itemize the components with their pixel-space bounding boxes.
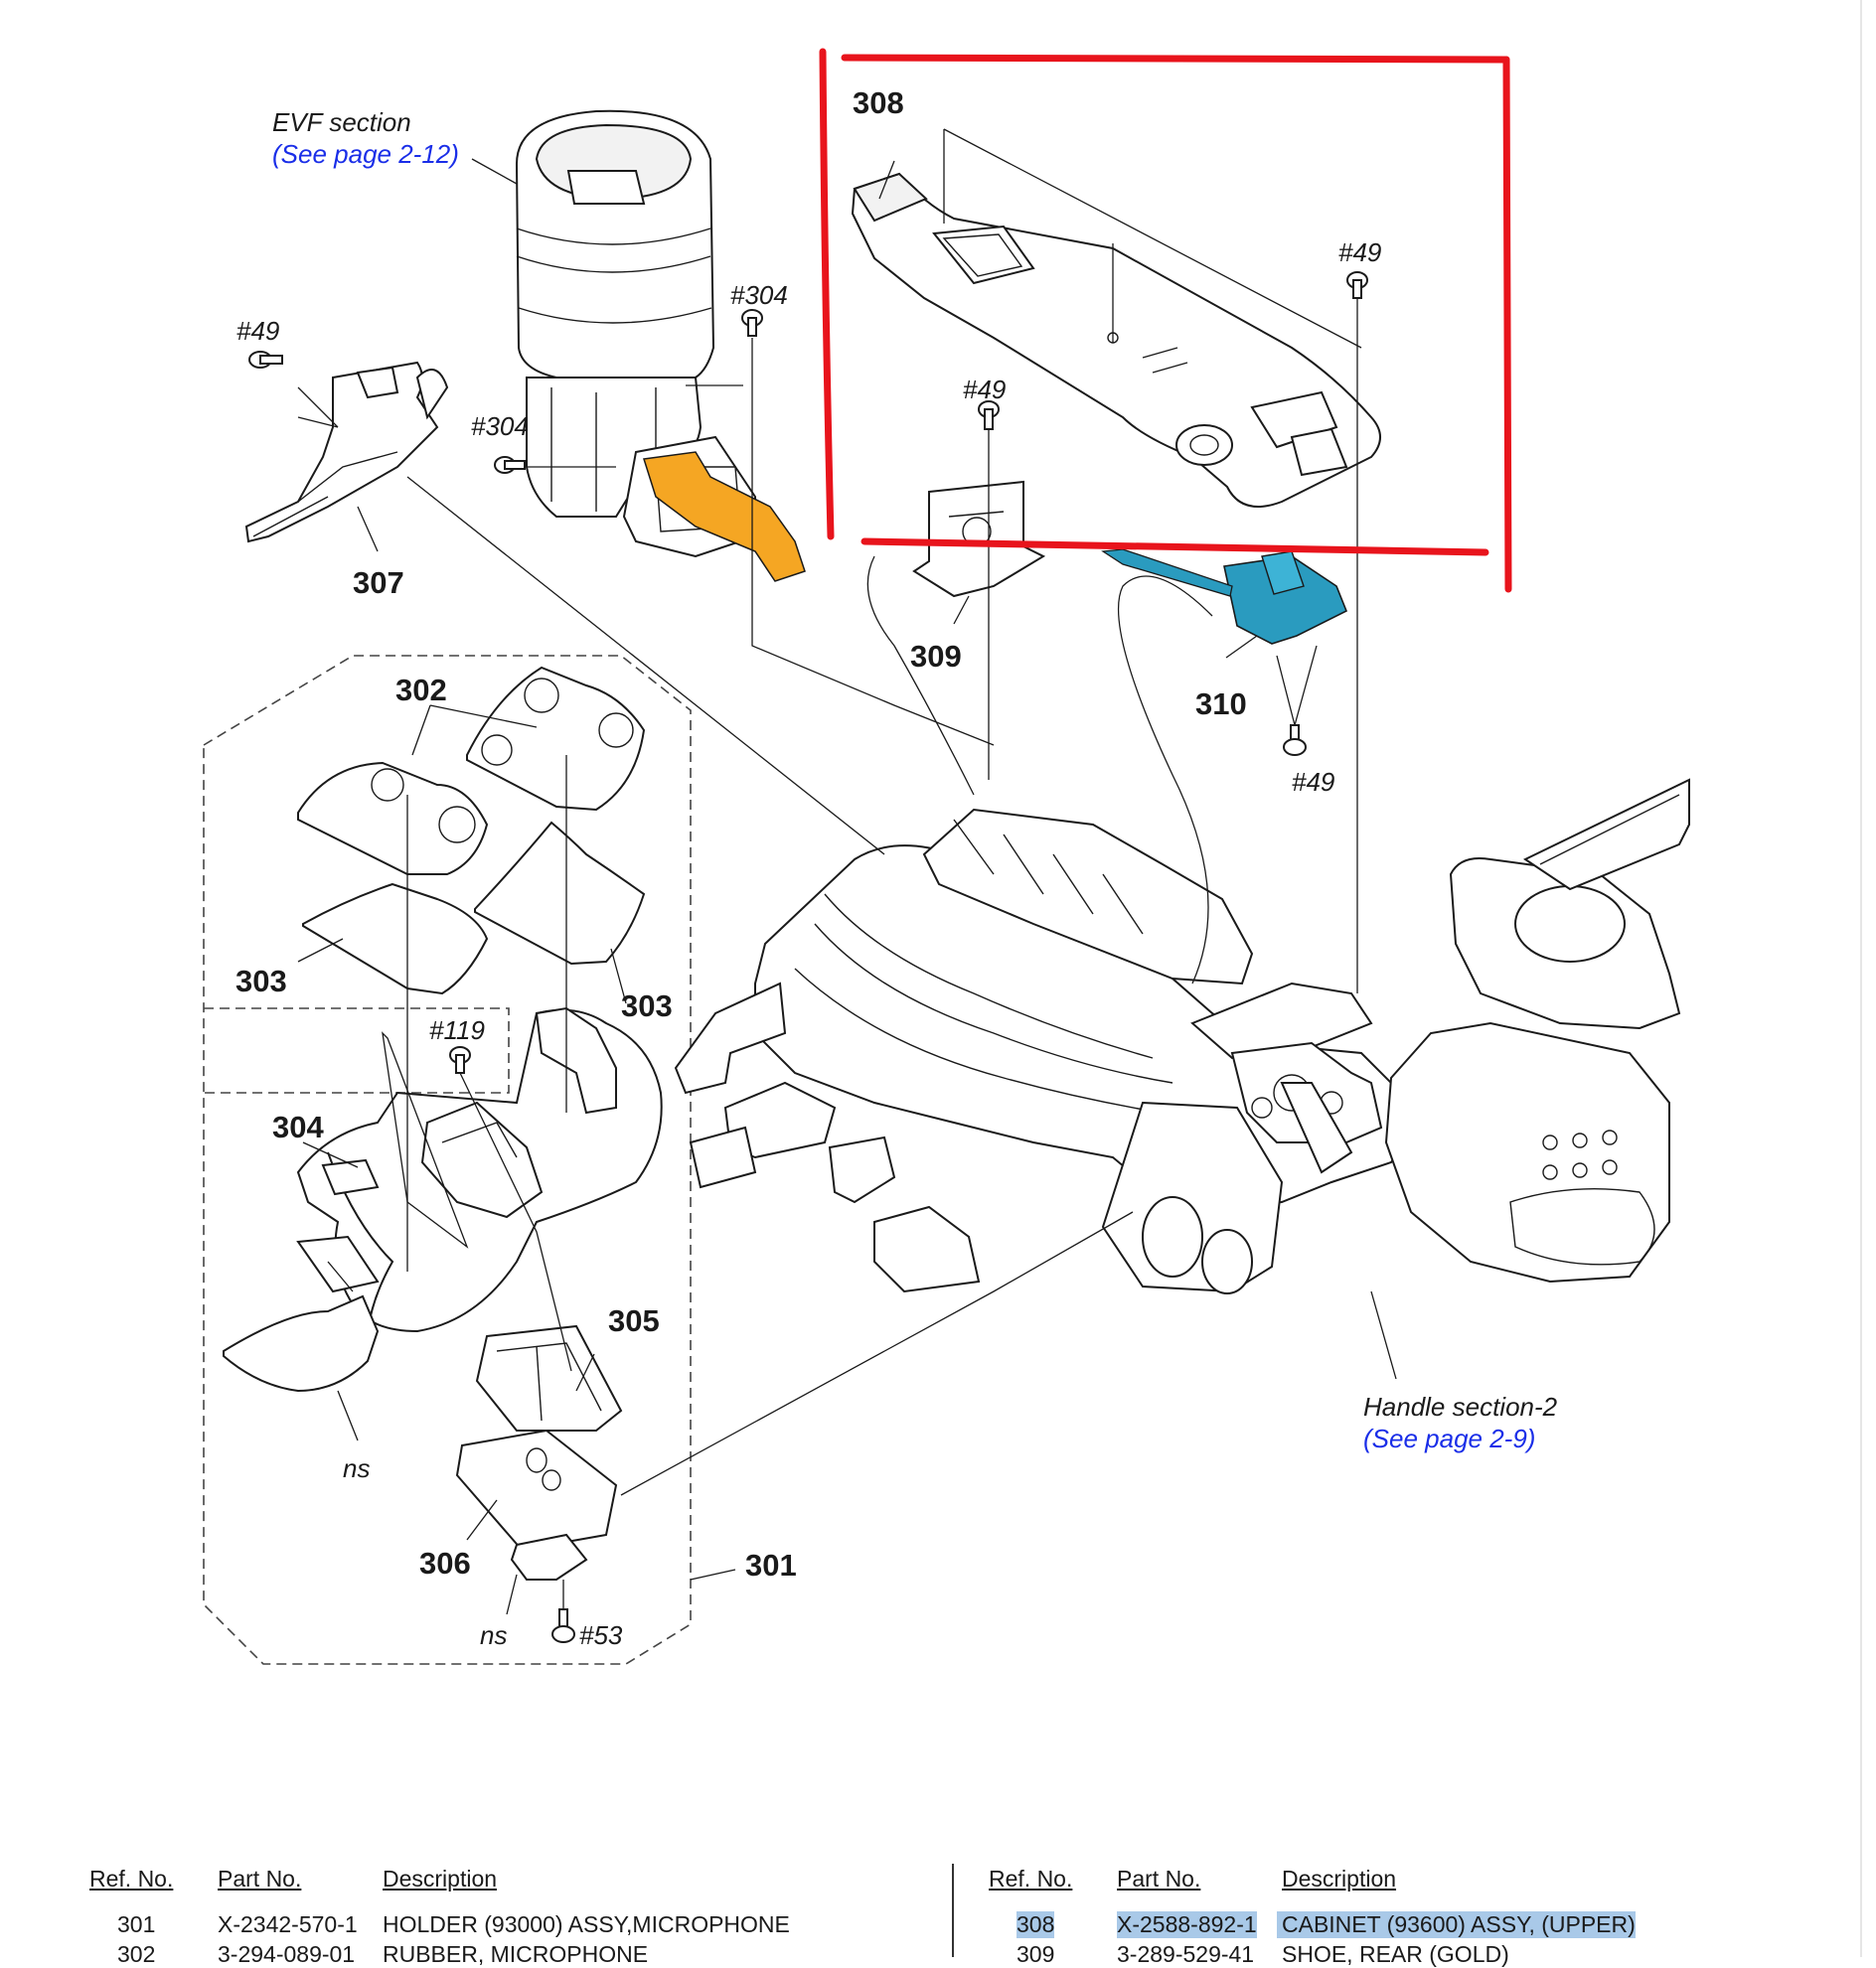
header-description: Description xyxy=(1282,1866,1397,1892)
header-ref-no: Ref. No. xyxy=(89,1866,174,1892)
row-ref-highlighted: 308 xyxy=(1016,1911,1055,1938)
header-part-no: Part No. xyxy=(218,1866,302,1892)
clip-ns xyxy=(510,1533,588,1581)
screw-label-49-308: #49 xyxy=(1338,237,1381,267)
page-edge xyxy=(1860,0,1862,1957)
row-description: HOLDER (93000) ASSY,MICROPHONE xyxy=(383,1911,790,1937)
evf-section-title: EVF section xyxy=(272,107,411,137)
callout-305: 305 xyxy=(608,1303,660,1338)
callout-301: 301 xyxy=(745,1548,797,1583)
part-303-sheets xyxy=(302,821,646,995)
leader-lines xyxy=(297,128,1397,1615)
screw-label-49-left: #49 xyxy=(236,316,279,346)
part-301-holder-body xyxy=(296,1006,663,1333)
callout-309: 309 xyxy=(910,639,962,674)
row-ref: 301 xyxy=(117,1911,156,1937)
row-part-no: 3-289-529-41 xyxy=(1117,1941,1255,1967)
callout-310: 310 xyxy=(1195,686,1247,721)
header-description: Description xyxy=(383,1866,498,1892)
part-309-rear-shoe xyxy=(912,480,1046,598)
screw-119 xyxy=(449,1046,471,1074)
evf-flex-cable xyxy=(643,451,806,582)
row-description-highlighted: CABINET (93600) ASSY, (UPPER) xyxy=(1277,1911,1636,1938)
screw-49-left xyxy=(248,351,283,369)
header-ref-no: Ref. No. xyxy=(989,1866,1073,1892)
part-310-switch xyxy=(1101,548,1348,645)
callout-307: 307 xyxy=(353,565,404,600)
callout-303a: 303 xyxy=(235,964,287,998)
row-description: RUBBER, MICROPHONE xyxy=(383,1941,649,1967)
screw-49-308 xyxy=(1346,271,1368,299)
screw-label-304-left: #304 xyxy=(471,411,529,441)
label-ns-left: ns xyxy=(343,1453,370,1483)
screw-label-119: #119 xyxy=(429,1015,485,1045)
parts-table-right: Ref. No. Part No. Description 308 X-2588… xyxy=(989,1866,1853,1967)
callout-302: 302 xyxy=(395,673,447,707)
screw-label-49-310: #49 xyxy=(1292,767,1334,797)
row-description: SHOE, REAR (GOLD) xyxy=(1282,1941,1509,1967)
handle-section-link[interactable]: (See page 2-9) xyxy=(1363,1424,1535,1453)
mic-holder-group-outline xyxy=(203,655,692,1665)
row-part-no: X-2342-570-1 xyxy=(218,1911,358,1937)
part-304-block xyxy=(321,1158,380,1196)
row-part-no-highlighted: X-2588-892-1 xyxy=(1117,1911,1257,1938)
part-302-rubber xyxy=(297,666,646,875)
screw-304-top xyxy=(741,309,763,337)
screw-49-309 xyxy=(978,400,1000,430)
part-308-upper-cabinet xyxy=(851,172,1381,508)
part-305-block xyxy=(475,1324,623,1432)
row-ref: 309 xyxy=(1016,1941,1055,1967)
row-ref: 302 xyxy=(117,1941,156,1967)
parts-table-left: Ref. No. Part No. Description 301 X-2342… xyxy=(89,1866,944,1967)
callout-304: 304 xyxy=(272,1110,324,1144)
screw-53 xyxy=(551,1608,575,1643)
handle-main-chassis xyxy=(674,778,1690,1294)
callout-308: 308 xyxy=(853,85,904,120)
label-ns-bottom: ns xyxy=(480,1620,507,1650)
screw-label-53: #53 xyxy=(579,1620,623,1650)
part-307-hinge xyxy=(244,361,449,543)
row-part-no: 3-294-089-01 xyxy=(218,1941,356,1967)
callout-303b: 303 xyxy=(621,988,673,1023)
header-part-no: Part No. xyxy=(1117,1866,1201,1892)
evf-eyecup xyxy=(515,109,715,518)
screw-label-49-309: #49 xyxy=(963,375,1006,404)
evf-section-link[interactable]: (See page 2-12) xyxy=(272,139,459,169)
screw-49-310 xyxy=(1283,724,1307,756)
screw-label-304-top: #304 xyxy=(730,280,788,310)
callout-306: 306 xyxy=(419,1546,471,1581)
highlight-box xyxy=(819,48,1512,593)
table-divider xyxy=(952,1864,954,1957)
screw-304-left xyxy=(494,456,526,474)
part-306-plate xyxy=(455,1429,618,1552)
strap-ns xyxy=(223,1294,380,1393)
handle-section-title: Handle section-2 xyxy=(1363,1392,1558,1422)
